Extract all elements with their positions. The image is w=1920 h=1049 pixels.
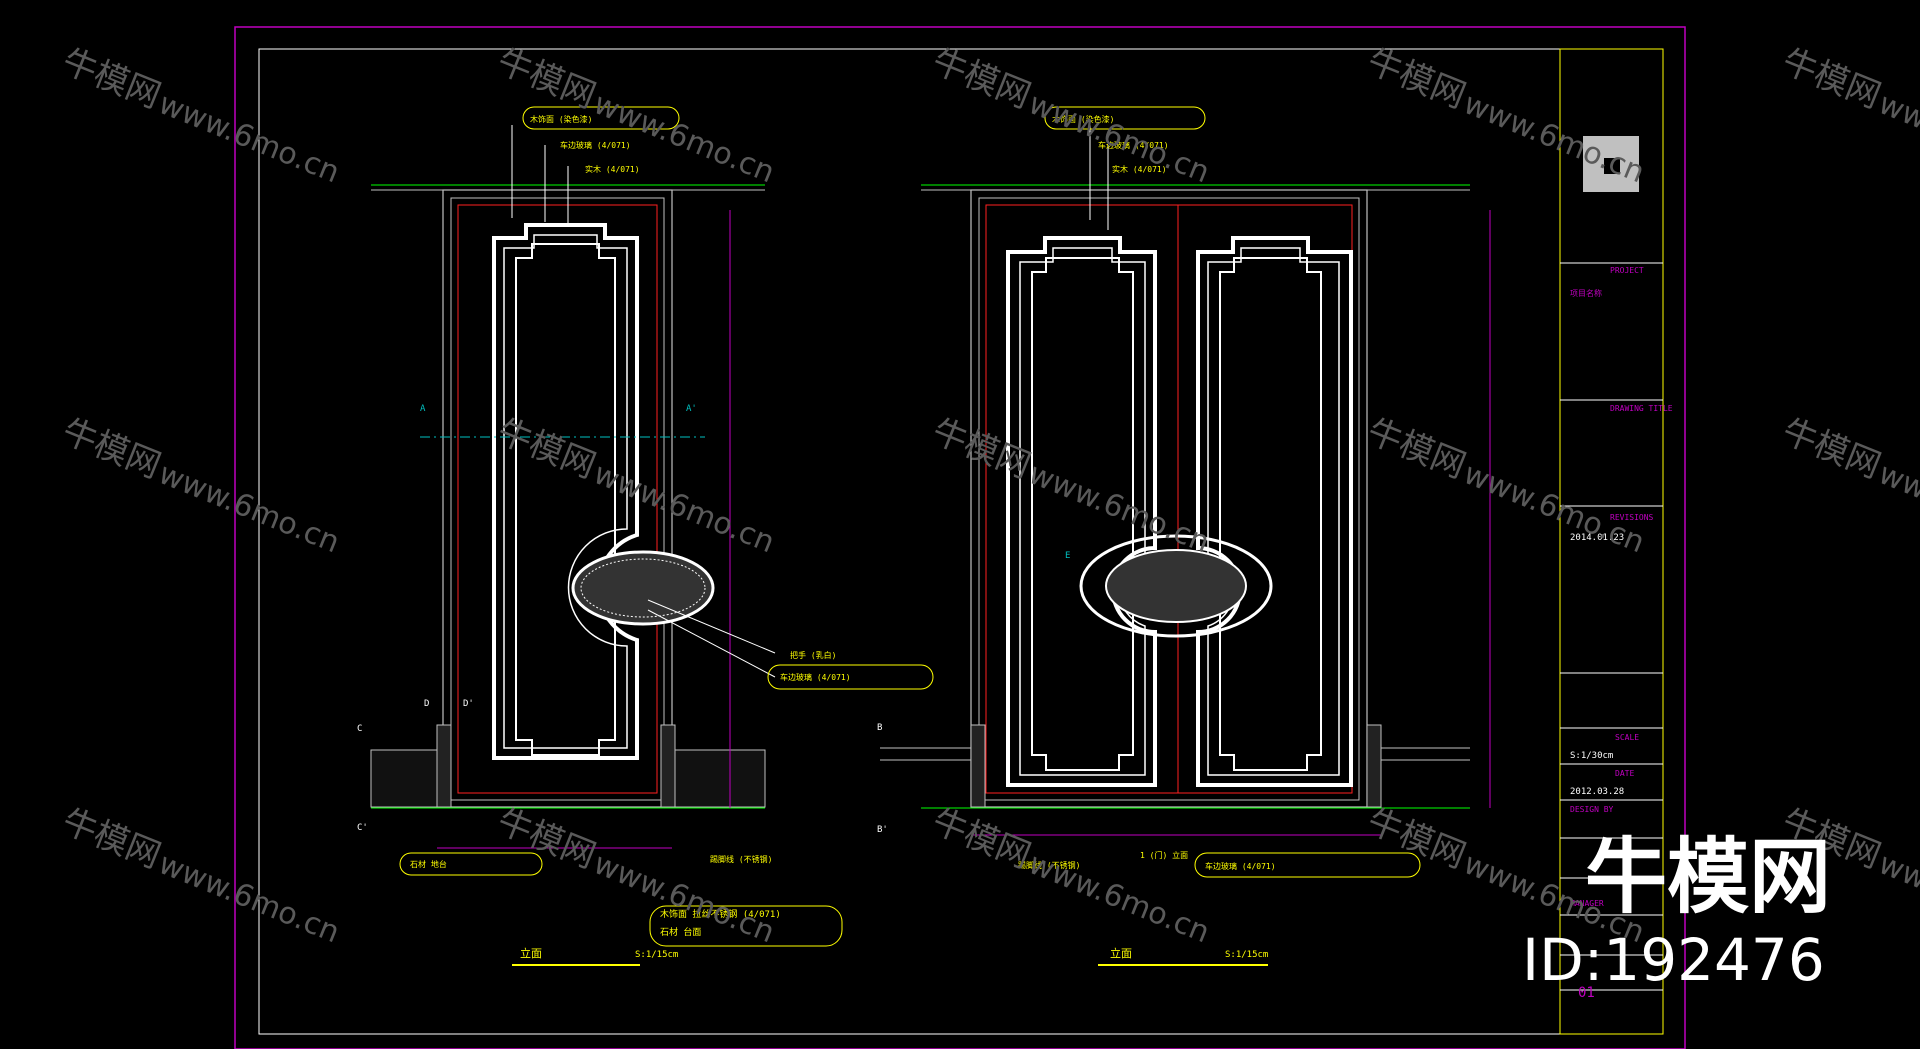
right-annotation-top: 木饰面 (染色漆) [1052,114,1114,124]
right-annotation-bottom: 车边玻璃 (4/071) [1205,861,1276,871]
right-section-mark-b-prime: B' [877,825,888,835]
right-leaf-inner-panel [1219,257,1322,771]
section-mark-a-prime: A' [686,404,697,414]
right-section-mark-e: E [1065,551,1070,561]
left-door-elevation: 木饰面 (染色漆) 车边玻璃 (4/071) 实木 (4/071) 把手 (乳白… [357,106,934,966]
annotation-stone-base: 石材 地台 [410,859,447,869]
left-wall-section [436,724,452,808]
left-floor-stone [370,749,438,808]
right-annotation-center: 1 (门) 立面 [1140,850,1188,860]
view-title-right: 立面 [1110,946,1132,960]
right-section-mark-b: B [877,723,882,733]
view-scale-left: S:1/15cm [635,950,678,960]
watermark-id: ID:192476 [1522,926,1825,994]
door-casing-outer [442,189,673,808]
door-casing-mid [450,197,665,801]
right-floor-stone [674,749,766,808]
annotation-finish-note: 木饰面 拉丝不锈钢 (4/071) [660,908,781,920]
door-inner-panel [515,243,616,756]
company-logo-mark [1604,158,1620,174]
section-mark-a: A [420,404,426,414]
oval-glass-hatch [580,558,706,618]
double-door-casing-mid [978,197,1360,801]
double-door-oval-outer [1079,534,1273,638]
manager-label: MANAGER [1570,899,1604,908]
design-by-label: DESIGN BY [1570,805,1614,814]
right-door-elevation: 木饰面 (染色漆) 车边玻璃 (4/071) 实木 (4/071) 踢脚线 (不… [877,106,1491,966]
scale-label: SCALE [1615,733,1639,742]
leader-handle [647,599,776,654]
view-scale-right: S:1/15cm [1225,950,1268,960]
revision-date: 2014.01.23 [1570,533,1624,543]
left-leaf-inner-panel [1031,257,1134,771]
annotation-skirting: 踢脚线 (不锈钢) [710,854,772,864]
annotation-stone-top: 石材 台面 [660,926,701,938]
annotation-handle: 把手 (乳白) [790,650,836,660]
section-mark-c-prime: C' [357,823,368,833]
project-label: PROJECT [1610,266,1644,275]
door-moulding-mid [503,234,628,749]
right-annotation-skirting: 踢脚线 (不锈钢) [1018,860,1080,870]
date-value: 2012.03.28 [1570,787,1624,797]
right-revision-cloud-bottom [1194,852,1421,878]
scale-value: S:1/30cm [1570,751,1613,761]
date-label: DATE [1615,769,1634,778]
sheet-outer-frame [234,26,1686,1049]
oval-glass-window [571,550,715,626]
revisions-label: REVISIONS [1610,513,1654,522]
revision-cloud-top [522,106,680,130]
section-mark-c: C [357,724,362,734]
project-name: 项目名称 [1570,288,1602,298]
double-door-oval-glass [1105,549,1247,623]
section-mark-d: D [424,699,429,709]
right-view-left-wall [970,724,986,808]
drawing-title-label: DRAWING TITLE [1610,404,1673,413]
section-mark-d-prime: D' [463,699,474,709]
right-annotation-glass: 车边玻璃 (4/071) [1098,140,1169,150]
annotation-wood: 实木 (4/071) [585,164,640,174]
door-leaf-edge [457,204,658,794]
sheet-number: 01 [1578,985,1595,1001]
revision-cloud-bottom [649,905,843,947]
revision-cloud-handle [767,664,934,690]
annotation-top: 木饰面 (染色漆) [530,114,592,124]
right-revision-cloud-top [1044,106,1206,130]
annotation-handle-glass: 车边玻璃 (4/071) [780,672,851,682]
annotation-glass: 车边玻璃 (4/071) [560,140,631,150]
right-annotation-wood: 实木 (4/071) [1112,164,1167,174]
watermark-brand-large: 牛模网 [1585,830,1831,925]
leader-handle-2 [647,609,776,678]
view-title-left: 立面 [520,946,542,960]
title-block: PROJECT 项目名称 DRAWING TITLE REVISIONS 201… [1559,48,1673,1035]
revision-cloud-bottom-left [399,852,543,876]
right-wall-section [660,724,676,808]
right-view-right-wall [1366,724,1382,808]
double-door-casing-outer [970,189,1368,808]
